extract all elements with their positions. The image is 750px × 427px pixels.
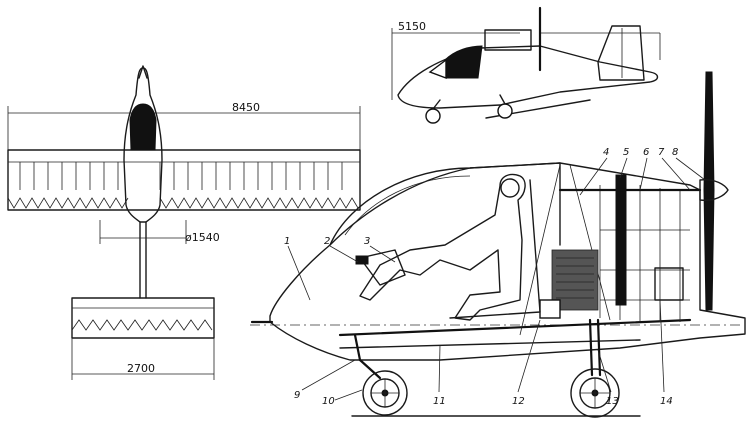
front-wheel — [353, 333, 408, 416]
tailplane-span-dimension: 2700 — [127, 362, 155, 375]
callout-9: 9 — [294, 390, 300, 401]
propeller-blade — [703, 71, 715, 311]
callout-6: 6 — [643, 147, 649, 158]
drive-belt — [615, 174, 627, 306]
wingspan-dimension: 8450 — [232, 101, 260, 114]
callout-5: 5 — [623, 147, 629, 158]
plan-view: 8450 ø1540 — [7, 65, 361, 380]
tailplane-zigzag — [71, 319, 213, 331]
wing-trailing-edge-zigzag — [7, 197, 129, 209]
callout-13: 13 — [606, 396, 619, 407]
main-wheel — [570, 318, 620, 418]
prop-diameter-dimension: ø1540 — [185, 231, 220, 244]
callout-14: 14 — [660, 396, 673, 407]
side-fuselage — [269, 162, 746, 361]
perspective-view: 5150 — [391, 6, 661, 124]
callout-2: 2 — [324, 236, 330, 247]
callout-3: 3 — [364, 236, 370, 247]
canopy-plan — [129, 103, 157, 151]
callout-10: 10 — [322, 396, 335, 407]
pilot — [359, 173, 526, 321]
side-view: 1 2 3 4 5 6 7 8 9 10 11 12 13 14 — [250, 71, 746, 418]
callout-8: 8 — [672, 147, 678, 158]
perspective-fuselage — [397, 45, 659, 109]
wing-ribs — [19, 162, 343, 190]
callout-4: 4 — [603, 147, 609, 158]
callout-1: 1 — [284, 236, 290, 247]
callout-leaders — [287, 157, 706, 401]
callout-7: 7 — [658, 147, 665, 158]
callout-12: 12 — [512, 396, 525, 407]
callout-11: 11 — [433, 396, 446, 407]
length-dimension: 5150 — [398, 20, 426, 33]
